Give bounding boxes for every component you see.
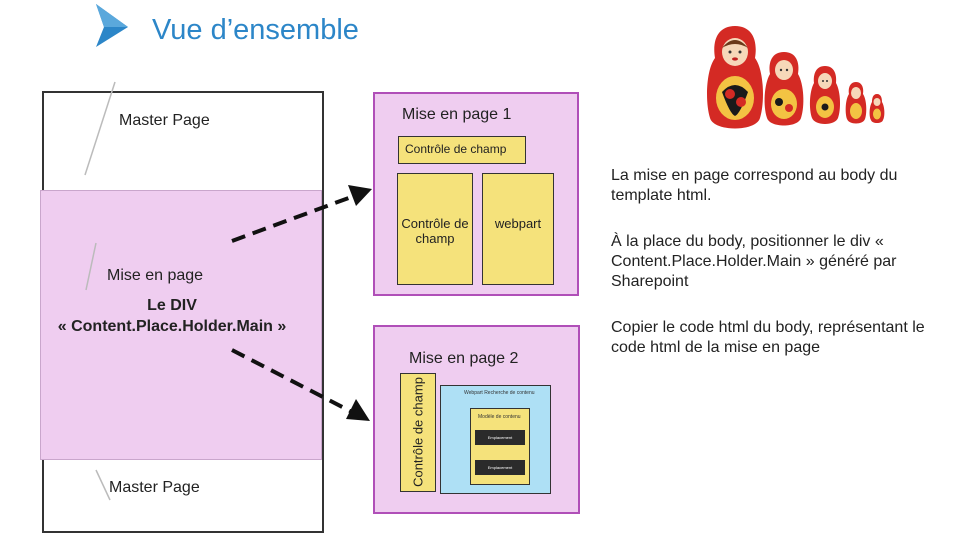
field-control-bar: Contrôle de champ — [398, 136, 526, 164]
region-label-line1: Mise en page — [107, 267, 204, 284]
field-control-vertical-box — [400, 373, 436, 492]
content-placeholder-region — [40, 190, 322, 460]
master-page-bottom-label: Master Page — [109, 479, 200, 496]
doll-4 — [845, 82, 867, 124]
matryoshka-dolls-image — [707, 26, 885, 129]
search-webpart-label: Webpart Recherche de contenu — [464, 390, 535, 396]
region-label-line2: Le DIV — [147, 297, 197, 314]
webpart-box-label: webpart — [494, 216, 542, 231]
field-control-box: Contrôle de champ — [397, 173, 473, 285]
doll-3 — [809, 66, 841, 124]
field-control-box-label: Contrôle de champ — [401, 216, 469, 246]
note-3: Copier le code html du body, représentan… — [611, 319, 925, 356]
content-model-label: Modèle de contenu — [478, 414, 521, 420]
field-control-vertical-label: Contrôle de champ — [410, 377, 426, 487]
layout-2-title: Mise en page 2 — [409, 350, 519, 367]
note-1: La mise en page correspond au body du te… — [611, 167, 898, 204]
webpart-box: webpart — [482, 173, 554, 285]
region-label-line3: « Content.Place.Holder.Main » — [57, 318, 287, 335]
placeholder-slot-1: Emplacement — [475, 430, 525, 445]
master-page-top-label: Master Page — [119, 112, 210, 129]
title-arrow-icon — [96, 4, 128, 47]
arrow-head-1 — [348, 185, 372, 206]
doll-1 — [707, 26, 763, 129]
placeholder-slot-2: Emplacement — [475, 460, 525, 475]
layout-1-title: Mise en page 1 — [402, 106, 512, 123]
note-2: À la place du body, positionner le div «… — [611, 233, 897, 290]
doll-5 — [869, 94, 885, 123]
arrow-head-2 — [346, 399, 370, 421]
slide-title: Vue d’ensemble — [152, 14, 359, 46]
doll-2 — [764, 52, 804, 126]
